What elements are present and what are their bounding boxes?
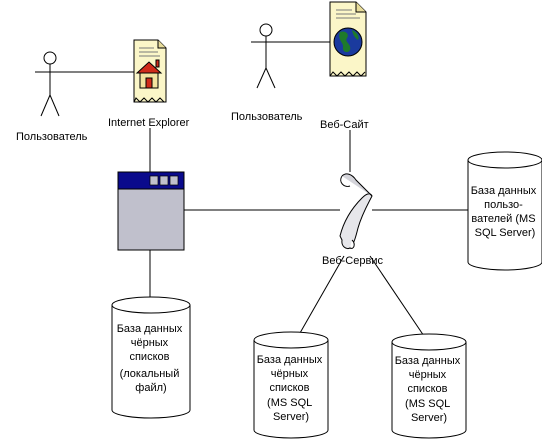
home-document-icon	[133, 39, 167, 103]
db-local-cylinder	[111, 296, 191, 419]
edge-webservice-dbmssql2	[369, 255, 429, 343]
db-mssql-1-cylinder	[253, 331, 329, 439]
globe-document-icon	[329, 1, 367, 77]
db-users-label: База данных пользо- вателей (MS SQL Serv…	[471, 185, 540, 239]
db-mssql-2-cylinder	[391, 333, 467, 439]
internet-explorer-label: Internet Explorer	[108, 117, 190, 129]
actor-left	[35, 51, 65, 117]
actor-left-label: Пользователь	[16, 131, 88, 143]
connectors	[50, 41, 468, 343]
db-mssql-1-label: База данных чёрных списков (MS SQL Serve…	[257, 354, 326, 423]
edge-webservice-dbmssql1	[295, 255, 345, 341]
actor-right	[251, 23, 281, 89]
db-users-cylinder	[467, 151, 542, 271]
db-local-label: База данных чёрных списков (локальный фа…	[117, 323, 186, 394]
web-service-label: Веб-Сервис	[322, 255, 383, 267]
actor-right-label: Пользователь	[231, 111, 303, 123]
scroll-icon	[339, 173, 373, 249]
website-label: Веб-Сайт	[320, 119, 369, 131]
db-mssql-2-label: База данных чёрных списков (MS SQL Serve…	[395, 355, 464, 424]
application-window-icon	[117, 171, 185, 251]
